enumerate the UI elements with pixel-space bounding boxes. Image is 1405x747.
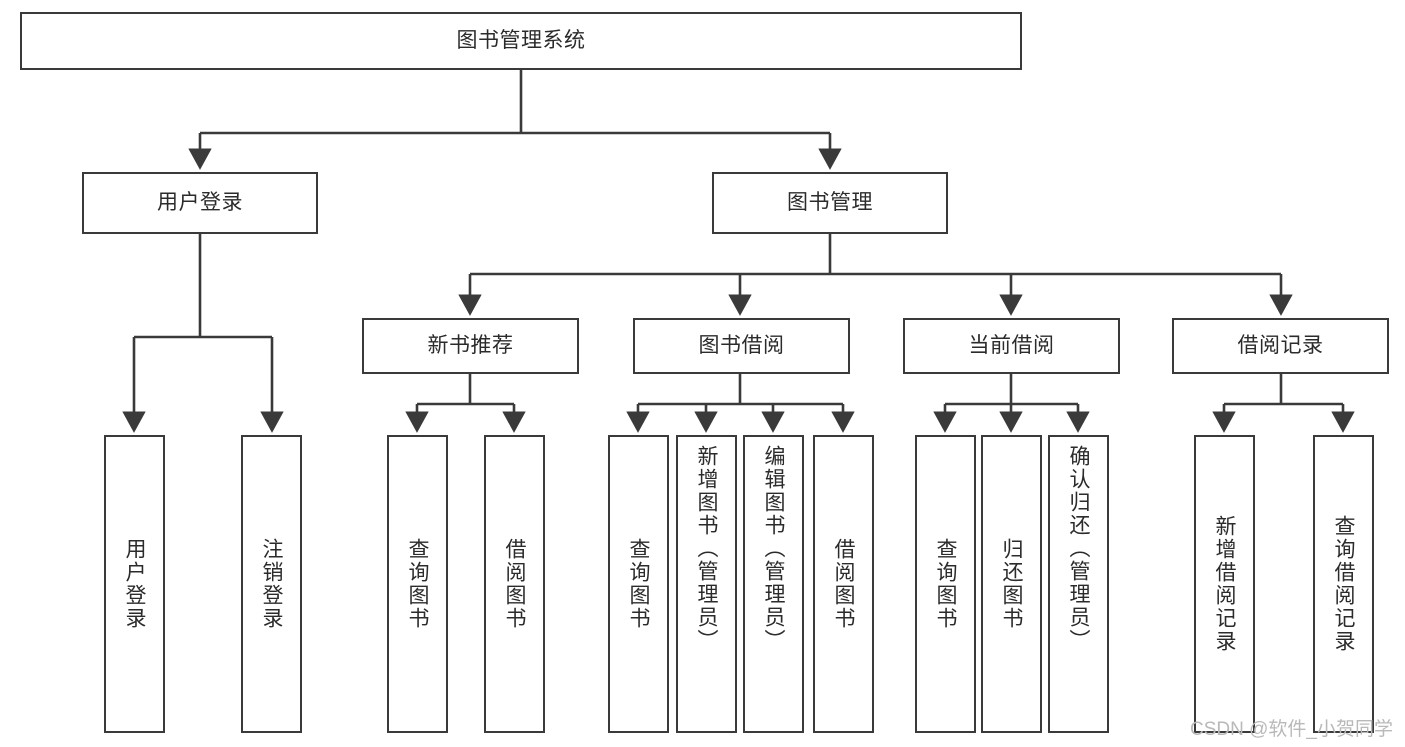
leaf-query-book-2[interactable]: 查询图书 bbox=[608, 435, 669, 733]
leaf-confirm-return[interactable]: 确认归还（管理员） bbox=[1048, 435, 1109, 733]
leaf-add-record[interactable]: 新增借阅记录 bbox=[1194, 435, 1255, 733]
leaf-query-book-2-label: 查询图书 bbox=[627, 538, 650, 630]
leaf-add-record-label: 新增借阅记录 bbox=[1213, 515, 1236, 653]
leaf-user-login[interactable]: 用户登录 bbox=[104, 435, 165, 733]
leaf-borrow-book-1[interactable]: 借阅图书 bbox=[484, 435, 545, 733]
node-user-login-label: 用户登录 bbox=[157, 190, 243, 214]
node-book-manage[interactable]: 图书管理 bbox=[712, 172, 948, 234]
leaf-query-book-1[interactable]: 查询图书 bbox=[387, 435, 448, 733]
node-book-manage-label: 图书管理 bbox=[787, 190, 873, 214]
node-book-borrow[interactable]: 图书借阅 bbox=[633, 318, 850, 374]
node-new-book-recommend[interactable]: 新书推荐 bbox=[362, 318, 579, 374]
leaf-query-record-label: 查询借阅记录 bbox=[1332, 515, 1355, 653]
node-root-label: 图书管理系统 bbox=[456, 28, 586, 52]
leaf-add-book[interactable]: 新增图书（管理员） bbox=[676, 435, 737, 733]
leaf-borrow-book-2-label: 借阅图书 bbox=[832, 538, 855, 630]
leaf-confirm-return-label: 确认归还（管理员） bbox=[1067, 445, 1090, 652]
leaf-return-book-label: 归还图书 bbox=[1000, 538, 1023, 630]
leaf-borrow-book-2[interactable]: 借阅图书 bbox=[813, 435, 874, 733]
leaf-user-login-label: 用户登录 bbox=[123, 538, 146, 630]
leaf-edit-book-label: 编辑图书（管理员） bbox=[762, 445, 785, 652]
node-user-login[interactable]: 用户登录 bbox=[82, 172, 318, 234]
node-new-book-recommend-label: 新书推荐 bbox=[427, 333, 514, 357]
node-borrow-record[interactable]: 借阅记录 bbox=[1172, 318, 1389, 374]
leaf-return-book[interactable]: 归还图书 bbox=[981, 435, 1042, 733]
leaf-borrow-book-1-label: 借阅图书 bbox=[503, 538, 526, 630]
leaf-query-record[interactable]: 查询借阅记录 bbox=[1313, 435, 1374, 733]
leaf-query-book-3[interactable]: 查询图书 bbox=[915, 435, 976, 733]
leaf-logout-login-label: 注销登录 bbox=[260, 538, 283, 630]
node-current-borrow-label: 当前借阅 bbox=[968, 333, 1055, 357]
leaf-edit-book[interactable]: 编辑图书（管理员） bbox=[743, 435, 804, 733]
leaf-query-book-3-label: 查询图书 bbox=[934, 538, 957, 630]
leaf-logout-login[interactable]: 注销登录 bbox=[241, 435, 302, 733]
node-current-borrow[interactable]: 当前借阅 bbox=[903, 318, 1120, 374]
node-root[interactable]: 图书管理系统 bbox=[20, 12, 1022, 70]
node-book-borrow-label: 图书借阅 bbox=[698, 333, 785, 357]
leaf-add-book-label: 新增图书（管理员） bbox=[695, 445, 718, 652]
leaf-query-book-1-label: 查询图书 bbox=[406, 538, 429, 630]
node-borrow-record-label: 借阅记录 bbox=[1237, 333, 1324, 357]
csdn-watermark: CSDN @软件_小贺同学 bbox=[1190, 719, 1393, 740]
